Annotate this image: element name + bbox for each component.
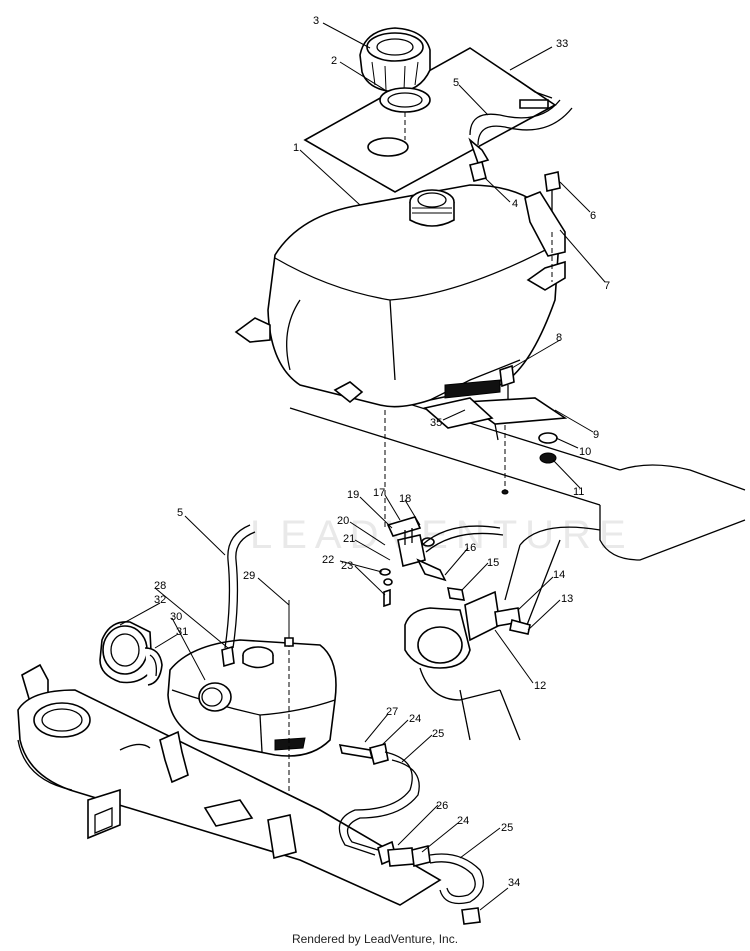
label-part-12: 12 xyxy=(534,680,546,692)
label-part-33: 33 xyxy=(556,38,568,50)
label-part-10: 10 xyxy=(579,446,591,458)
leader-lines xyxy=(119,22,606,911)
part-labels: 3 2 33 5 1 4 6 7 8 9 10 11 35 17 19 18 2… xyxy=(154,15,610,889)
label-part-27: 27 xyxy=(386,706,398,718)
footer-credit: Rendered by LeadVenture, Inc. xyxy=(291,932,459,946)
label-part-16: 16 xyxy=(464,542,476,554)
label-part-19: 19 xyxy=(347,489,359,501)
label-part-34: 34 xyxy=(508,877,520,889)
fuel-tank-main xyxy=(234,184,566,408)
label-part-23: 23 xyxy=(341,560,353,572)
label-part-9: 9 xyxy=(593,429,599,441)
fuel-cap-top xyxy=(359,27,431,140)
label-part-4: 4 xyxy=(512,198,518,210)
label-part-15: 15 xyxy=(487,557,499,569)
label-part-1: 1 xyxy=(293,142,299,154)
fuel-tank-auxiliary xyxy=(167,639,337,757)
label-part-25-lower: 25 xyxy=(501,822,513,834)
label-part-5-top: 5 xyxy=(453,77,459,89)
label-part-32: 32 xyxy=(154,594,166,606)
engine-air-intake xyxy=(404,590,531,701)
label-part-11: 11 xyxy=(573,486,584,498)
label-part-17: 17 xyxy=(373,487,385,499)
label-part-18: 18 xyxy=(399,493,411,505)
fuel-cap-auxiliary xyxy=(99,621,163,686)
label-part-3: 3 xyxy=(313,15,319,27)
label-part-25-upper: 25 xyxy=(432,728,444,740)
fuel-line-lower xyxy=(338,743,484,925)
label-part-29: 29 xyxy=(243,570,255,582)
label-part-20: 20 xyxy=(337,515,349,527)
vent-hose-bottom xyxy=(224,524,256,649)
label-part-2: 2 xyxy=(331,55,337,67)
label-part-26: 26 xyxy=(436,800,448,812)
label-part-21: 21 xyxy=(343,533,355,545)
label-part-35: 35 xyxy=(430,417,442,429)
tank-bolt-bracket xyxy=(524,171,566,282)
label-part-14: 14 xyxy=(553,569,565,581)
label-part-28: 28 xyxy=(154,580,166,592)
label-part-31: 31 xyxy=(176,626,188,638)
lower-frame xyxy=(17,663,442,906)
label-part-30: 30 xyxy=(170,611,182,623)
fuel-valve-assembly xyxy=(379,516,504,608)
label-part-22: 22 xyxy=(322,554,334,566)
label-part-24-lower: 24 xyxy=(457,815,469,827)
label-part-6: 6 xyxy=(590,210,596,222)
vent-fitting xyxy=(469,161,487,182)
label-part-24-upper: 24 xyxy=(409,713,421,725)
label-part-13: 13 xyxy=(561,593,573,605)
label-part-7: 7 xyxy=(604,280,610,292)
label-part-5-bottom: 5 xyxy=(177,507,183,519)
vent-hose-top xyxy=(468,99,573,164)
watermark-text: LEADVENTURE xyxy=(250,513,634,557)
label-part-8: 8 xyxy=(556,332,562,344)
